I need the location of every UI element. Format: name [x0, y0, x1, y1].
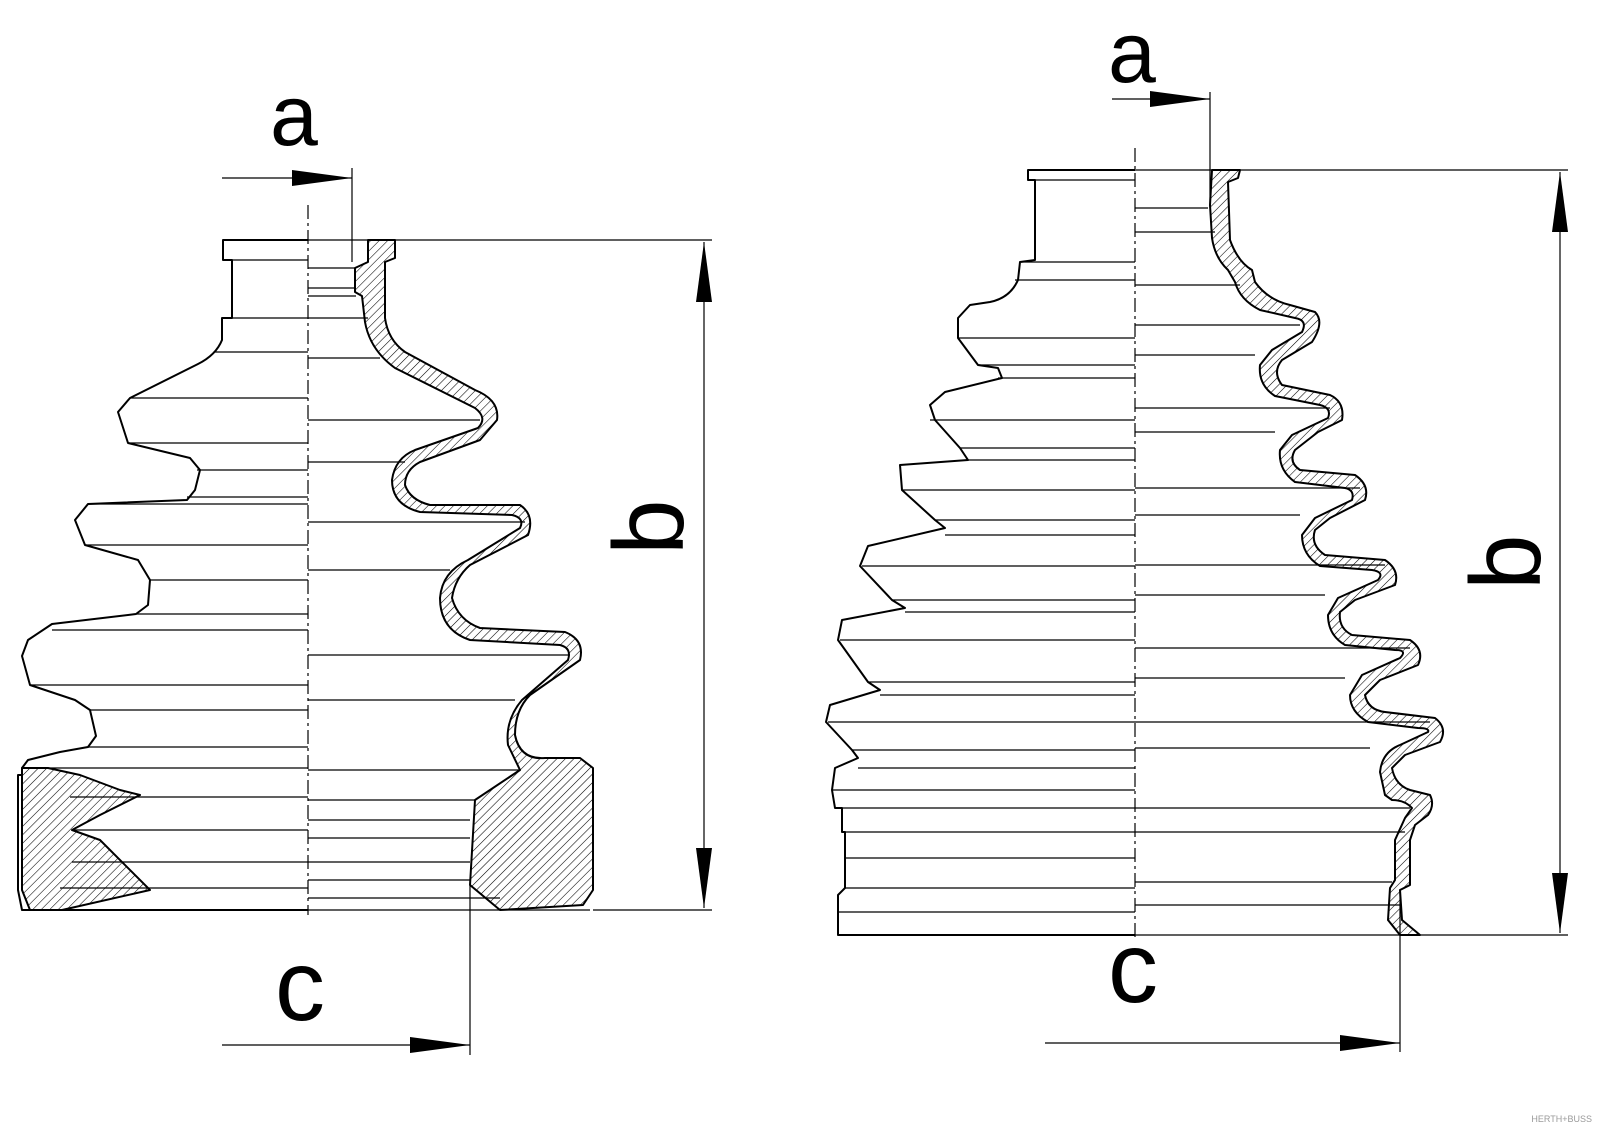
right-dim-c-label: c	[1108, 912, 1158, 1024]
boot-right: a b c	[825, 5, 1568, 1052]
boot-left: a b c	[17, 68, 712, 1055]
right-boot-section-wall	[1209, 169, 1445, 936]
left-boot-inner-lines	[308, 239, 590, 911]
right-dim-b-label: b	[1450, 534, 1562, 590]
right-dim-a-label: a	[1108, 5, 1156, 101]
right-boot-inner-lines	[1135, 169, 1430, 936]
watermark: HERTH+BUSS	[1531, 1114, 1592, 1124]
right-boot-rib-lines	[828, 179, 1135, 913]
left-boot-left-section	[21, 767, 151, 911]
left-boot-outer-profile	[17, 239, 308, 911]
left-dim-c-label: c	[275, 930, 325, 1042]
left-boot-section-wall	[354, 239, 594, 911]
left-dim-a-label: a	[270, 68, 318, 164]
right-boot-outer-profile	[825, 169, 1135, 936]
left-boot-rib-lines	[22, 259, 308, 889]
left-dim-b-label: b	[593, 499, 705, 555]
